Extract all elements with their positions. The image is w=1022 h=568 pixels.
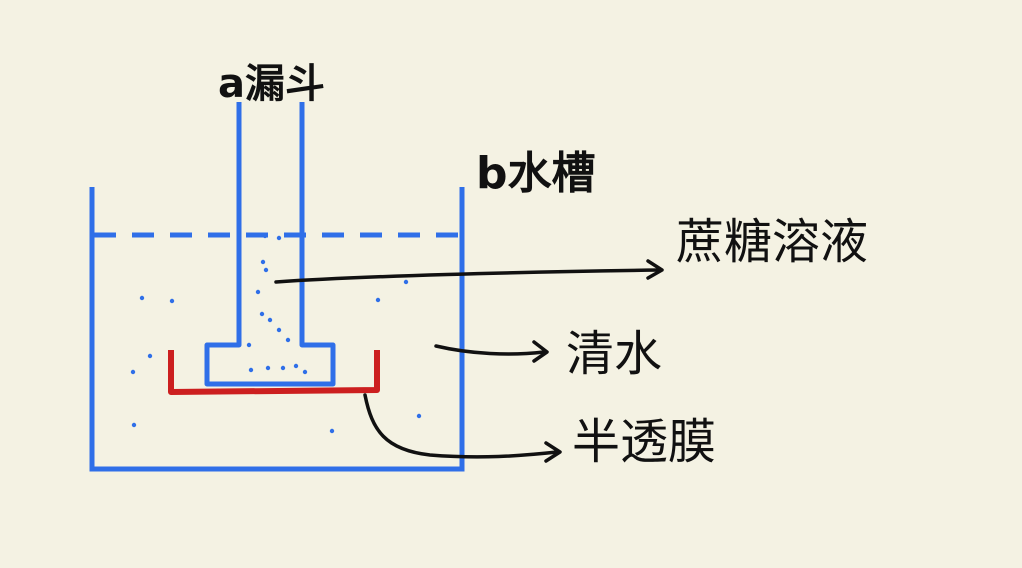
arrow-sucrose [274, 268, 662, 284]
label-funnel: a漏斗 [218, 61, 325, 107]
arrow-membrane [363, 393, 559, 459]
label-tank: b水槽 [476, 148, 596, 199]
funnel [204, 102, 336, 387]
water-tank [89, 187, 465, 472]
arrowhead-sucrose [646, 259, 664, 280]
sucrose-dots [246, 233, 308, 375]
arrow-water [434, 344, 546, 356]
label-sucrose-solution: 蔗糖溶液 [676, 214, 869, 270]
arrowhead-membrane [544, 441, 562, 463]
arrows [274, 259, 664, 463]
label-membrane: 半透膜 [572, 414, 717, 470]
semipermeable-membrane [168, 350, 380, 395]
water-dots [130, 279, 422, 434]
arrowhead-water [532, 340, 549, 363]
label-water: 清水 [566, 326, 663, 382]
